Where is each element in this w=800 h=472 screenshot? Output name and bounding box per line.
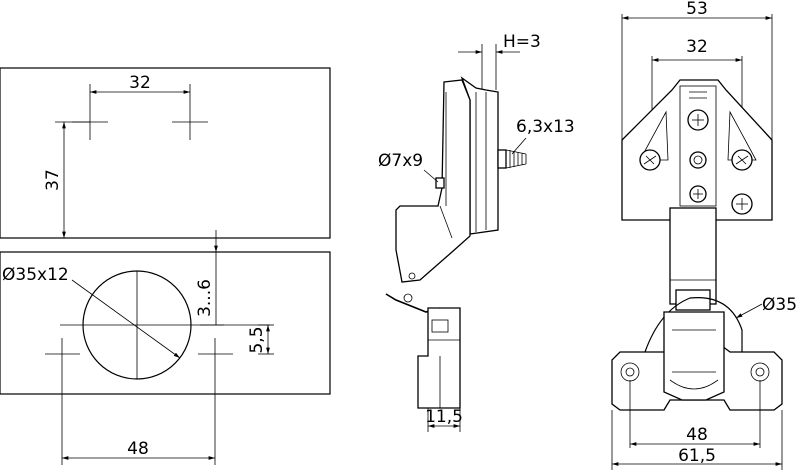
- hinge-side-view: H=3 6,3x13 Ø7x9 11,5: [378, 32, 575, 432]
- cup-diameter-leader: [71, 279, 181, 359]
- dowel-label: Ø7x9: [378, 151, 423, 171]
- cabinet-panel-outline: [0, 251, 331, 395]
- dim-label-48-left: 48: [127, 439, 149, 459]
- dim-label-h: H=3: [503, 32, 541, 52]
- hinge-arm-side: [395, 79, 471, 283]
- pivot-pin-lower: [403, 293, 413, 303]
- cup-diameter-label-right: Ø35: [762, 295, 797, 315]
- base-hole-left: [45, 338, 80, 370]
- cup-panel-view: Ø35x12 3...6 5,5 48: [0, 230, 331, 465]
- cup-arc: [644, 297, 743, 353]
- dim-label-61-5: 61,5: [678, 446, 716, 466]
- screw-label: 6,3x13: [516, 117, 575, 137]
- front-panel-view: 32 37: [0, 67, 331, 239]
- cup-diameter-label: Ø35x12: [2, 265, 69, 285]
- dim-label-32: 32: [129, 73, 151, 93]
- hinge-cup: [663, 311, 725, 401]
- screw-mid-right: [731, 149, 753, 171]
- screw-mid-left: [639, 149, 661, 171]
- screw-lower-right: [731, 193, 753, 215]
- mount-hole-right: [172, 104, 208, 140]
- dim-label-5-5: 5,5: [247, 326, 267, 353]
- dim-label-48-right: 48: [686, 425, 708, 445]
- hinge-cup-side: [417, 307, 461, 409]
- screw-top-center: [687, 109, 709, 131]
- arm-knuckle: [675, 289, 711, 311]
- screw-side: [497, 149, 527, 169]
- screw-center: [689, 151, 707, 169]
- dim-label-32-right: 32: [686, 37, 708, 57]
- hinge-front-view: 53 32: [611, 0, 797, 470]
- door-panel-outline: [0, 67, 331, 239]
- screw-lower-center: [689, 185, 707, 203]
- plate-center-channel: [679, 85, 717, 207]
- base-hole-right: [198, 338, 233, 370]
- dowel-side: [435, 177, 445, 189]
- dim-label-11-5: 11,5: [425, 407, 463, 427]
- dim-label-53: 53: [686, 0, 708, 19]
- hinge-arm: [669, 207, 717, 305]
- offset-range-label: 3...6: [195, 279, 215, 317]
- dim-label-37: 37: [43, 169, 63, 191]
- pivot-pin-upper: [408, 272, 416, 280]
